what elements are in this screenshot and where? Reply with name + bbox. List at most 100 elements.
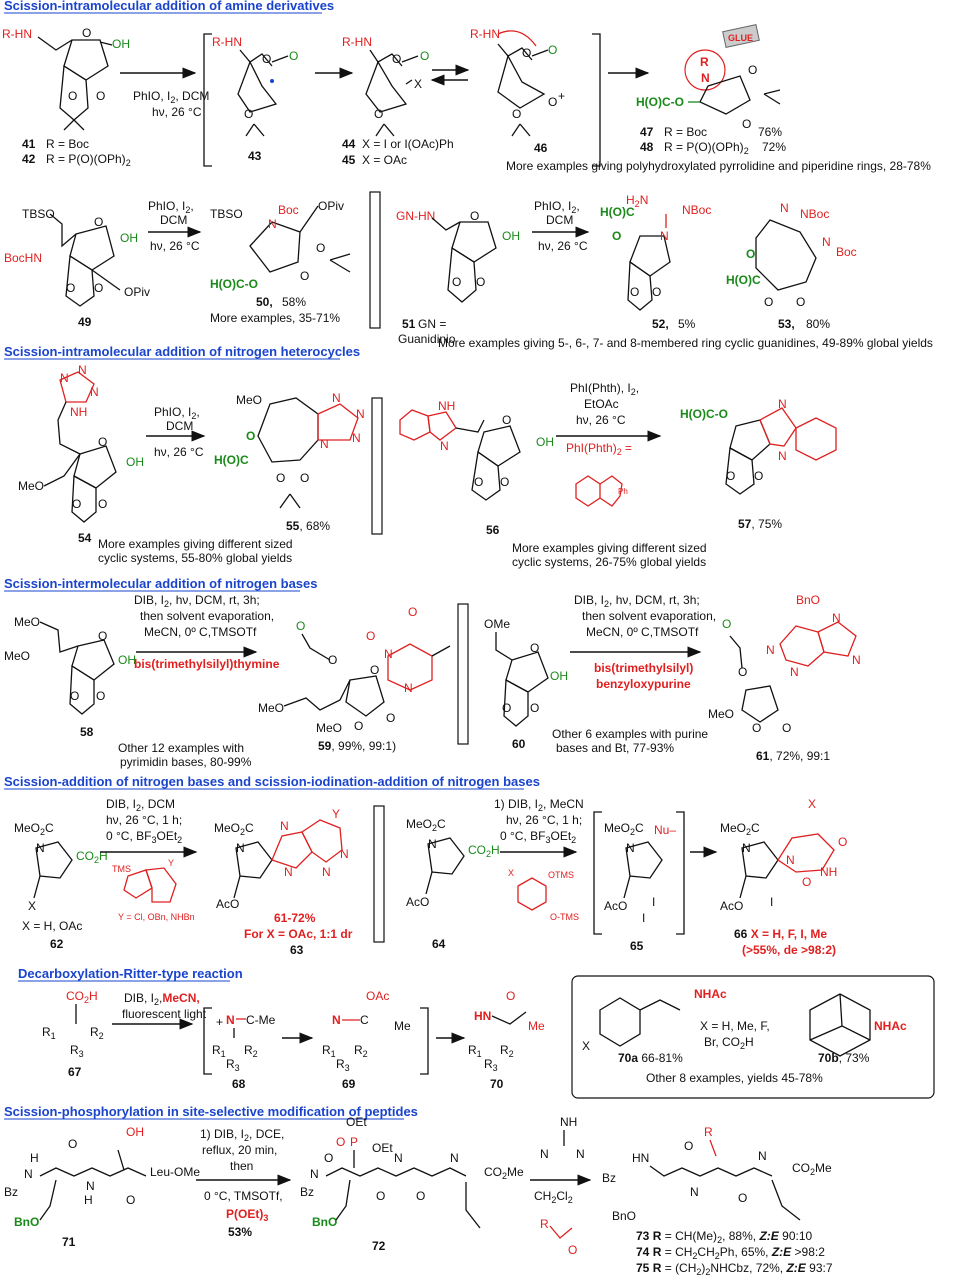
svg-text:BnO: BnO — [612, 1209, 636, 1223]
svg-text:R = Boc: R = Boc — [664, 125, 707, 139]
svg-text:O: O — [746, 247, 755, 261]
svg-text:N: N — [332, 1013, 341, 1027]
svg-text:53,: 53, — [778, 317, 795, 331]
structure-44: R-HN O O X O 44 X = I or I(OAc)Ph 45 X =… — [342, 35, 454, 167]
svg-text:68: 68 — [232, 1077, 246, 1091]
svg-text:O: O — [96, 689, 105, 703]
svg-text:O: O — [726, 469, 735, 483]
svg-text:N: N — [790, 665, 799, 679]
structure-51: GN-HN O OH O O 51 GN = Guanidinio — [396, 209, 520, 346]
svg-text:O: O — [530, 701, 539, 715]
svg-text:0 °C, BF3OEt2: 0 °C, BF3OEt2 — [500, 829, 576, 845]
svg-text:OH: OH — [120, 231, 138, 245]
svg-text:BnO: BnO — [796, 593, 820, 607]
svg-text:DIB, I2,MeCN,: DIB, I2,MeCN, — [124, 991, 200, 1007]
svg-text:O: O — [502, 413, 511, 427]
svg-text:O: O — [72, 497, 81, 511]
svg-text:CO2H: CO2H — [76, 849, 108, 865]
svg-text:71: 71 — [62, 1235, 76, 1249]
svg-text:N: N — [450, 1151, 459, 1165]
svg-text:O: O — [392, 52, 401, 66]
svg-text:N: N — [626, 841, 635, 855]
svg-text:70a 66-81%: 70a 66-81% — [618, 1051, 683, 1065]
svg-text:R: R — [540, 1217, 549, 1231]
svg-text:O: O — [300, 269, 309, 283]
svg-text:59, 99%, 99:1): 59, 99%, 99:1) — [318, 739, 396, 753]
svg-text:60: 60 — [512, 737, 526, 751]
svg-text:N: N — [86, 1179, 95, 1193]
svg-text:R = P(O)(OPh)2: R = P(O)(OPh)2 — [664, 140, 749, 156]
svg-text:CO2H: CO2H — [468, 843, 500, 859]
svg-text:H(O)C-O: H(O)C-O — [210, 277, 258, 291]
svg-text:I: I — [770, 895, 773, 909]
svg-text:O: O — [328, 653, 337, 667]
svg-text:MeO2C: MeO2C — [720, 821, 760, 837]
svg-text:benzyloxypurine: benzyloxypurine — [596, 677, 691, 691]
purine-reagent-structure: TMS Y Y = Cl, OBn, NHBn — [112, 858, 195, 922]
svg-text:OH: OH — [126, 455, 144, 469]
svg-text:O: O — [96, 89, 105, 103]
section-4: Scission-addition of nitrogen bases and … — [4, 774, 847, 957]
section-1: Scission-intramolecular addition of amin… — [2, 0, 931, 173]
structure-59: O O MeO MeO O O O N N O O 59, 99%, 99:1) — [258, 605, 451, 753]
svg-text:O: O — [476, 275, 485, 289]
svg-text:O: O — [66, 281, 75, 295]
svg-text:X: X — [808, 797, 816, 811]
svg-text:O: O — [548, 43, 557, 57]
svg-text:N: N — [778, 449, 787, 463]
structure-43: R-HN O O O 43 — [212, 35, 298, 163]
svg-text:PhI(Phth), I2,: PhI(Phth), I2, — [570, 381, 639, 397]
svg-text:N: N — [394, 1151, 403, 1165]
svg-text:O: O — [738, 665, 747, 679]
svg-text:OPiv: OPiv — [124, 285, 150, 299]
svg-text:58: 58 — [80, 725, 94, 739]
svg-text:AcO: AcO — [216, 897, 239, 911]
svg-text:More examples giving 5-, 6-, 7: More examples giving 5-, 6-, 7- and 8-me… — [438, 336, 933, 350]
svg-text:reflux, 20 min,: reflux, 20 min, — [202, 1143, 277, 1157]
svg-text:R1: R1 — [42, 1025, 56, 1041]
svg-text:I: I — [642, 911, 645, 925]
svg-text:H(O)C-O: H(O)C-O — [636, 95, 684, 109]
svg-text:N: N — [786, 853, 795, 867]
svg-text:MeO2C: MeO2C — [214, 821, 254, 837]
section-1-row2: TBSO BocHN O OH O O OPiv 49 PhIO, I2, DC… — [4, 191, 933, 350]
structure-61: BnO N N N N O O O O MeO 61, 72%, 99:1 — [708, 593, 861, 763]
svg-text:hν, 26 °C: hν, 26 °C — [576, 413, 626, 427]
svg-text:75 R = (CH2)2NHCbz, 72%, Z:E: 75 R = (CH2)2NHCbz, 72%, Z:E 93:7 — [636, 1261, 833, 1277]
svg-text:N: N — [236, 841, 245, 855]
svg-text:Other 6 examples with purine: Other 6 examples with purine — [552, 727, 708, 741]
svg-text:CO2H: CO2H — [66, 989, 98, 1005]
section-title-5: Decarboxylation-Ritter-type reaction — [18, 966, 243, 981]
svg-text:OEt: OEt — [372, 1141, 393, 1155]
svg-text:bis(trimethylsilyl): bis(trimethylsilyl) — [594, 661, 693, 675]
svg-text:O: O — [764, 295, 773, 309]
svg-text:NHAc: NHAc — [874, 1019, 907, 1033]
svg-text:O: O — [506, 989, 515, 1003]
svg-text:N: N — [758, 1149, 767, 1163]
svg-text:O: O — [366, 629, 375, 643]
svg-text:N: N — [24, 1167, 33, 1181]
svg-text:61-72%: 61-72% — [274, 911, 316, 925]
structure-70a: X NHAc X = H, Me, F, Br, CO2H 70a 66-81% — [582, 987, 770, 1065]
svg-text:X: X — [28, 899, 36, 913]
svg-text:O: O — [838, 835, 847, 849]
svg-text:OMe: OMe — [484, 617, 510, 631]
svg-text:AcO: AcO — [720, 899, 743, 913]
svg-text:52,: 52, — [652, 317, 669, 331]
svg-text:MeO: MeO — [4, 649, 30, 663]
svg-text:N: N — [540, 1147, 549, 1161]
svg-text:PhIO, I2,: PhIO, I2, — [148, 199, 194, 215]
svg-text:O: O — [748, 63, 757, 77]
svg-text:N: N — [690, 1185, 699, 1199]
svg-text:CH2Cl2: CH2Cl2 — [534, 1189, 573, 1205]
svg-text:NH: NH — [438, 399, 455, 413]
svg-text:5%: 5% — [678, 317, 696, 331]
svg-text:65: 65 — [630, 939, 644, 953]
svg-text:OH: OH — [112, 37, 130, 51]
svg-text:+: + — [558, 89, 565, 103]
svg-text:O: O — [612, 229, 621, 243]
svg-text:O: O — [754, 469, 763, 483]
svg-text:(>55%, de >98:2): (>55%, de >98:2) — [742, 943, 836, 957]
svg-text:H: H — [30, 1151, 39, 1165]
svg-text:X: X — [582, 1039, 590, 1053]
